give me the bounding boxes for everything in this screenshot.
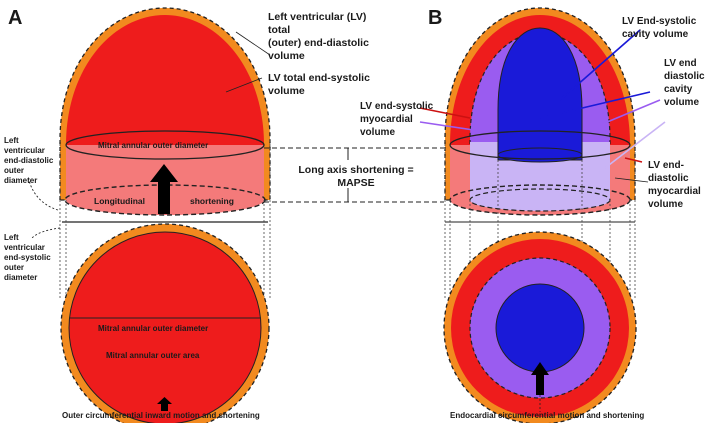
svg-text:cavity volume: cavity volume bbox=[622, 29, 689, 40]
svg-text:myocardial: myocardial bbox=[360, 114, 413, 125]
svg-text:volume: volume bbox=[648, 199, 683, 210]
svg-text:LV end: LV end bbox=[664, 58, 697, 69]
panel-a-mitral-annulus-bottom bbox=[64, 184, 266, 216]
panel-b-letter: B bbox=[428, 7, 442, 29]
svg-text:total: total bbox=[268, 24, 290, 36]
svg-text:LV total end-systolic: LV total end-systolic bbox=[268, 72, 370, 84]
svg-text:Long axis shortening =: Long axis shortening = bbox=[298, 164, 413, 176]
label-lv-es-cavity-volume: LV End-systolic cavity volume bbox=[622, 16, 697, 40]
panel-a-up-arrow-shaft bbox=[158, 178, 170, 214]
label-mitral-outer-area: Mitral annular outer area bbox=[106, 351, 200, 360]
svg-text:Left ventricular (LV): Left ventricular (LV) bbox=[268, 11, 366, 23]
panel-b-es-cavity-base bbox=[497, 147, 583, 163]
panel-b-inward-arrow-head bbox=[531, 362, 549, 375]
label-lv-es-myocardial-volume: LV end-systolic myocardial volume bbox=[360, 101, 434, 138]
leader-ed-cavity-purple bbox=[599, 99, 661, 126]
svg-text:(outer) end-diastolic: (outer) end-diastolic bbox=[268, 37, 369, 49]
panel-b-inward-arrow-shaft bbox=[536, 373, 544, 395]
svg-text:LV end-: LV end- bbox=[648, 160, 684, 171]
leader-es-myo-purple bbox=[419, 121, 488, 133]
label-lv-ed-cavity-volume: LV end diastolic cavity volume bbox=[664, 58, 705, 108]
panel-a-ed-diameter-leader bbox=[27, 175, 59, 211]
label-mapse: Long axis shortening = MAPSE bbox=[298, 164, 413, 189]
label-outer-circumferential-motion: Outer circumferential inward motion and … bbox=[62, 411, 260, 420]
panel-b-cavity-band-bottom bbox=[470, 200, 610, 211]
panel-a-guide-lines bbox=[59, 140, 271, 300]
svg-text:volume: volume bbox=[360, 127, 395, 138]
panel-a-inward-arrow-head bbox=[157, 397, 172, 404]
leader-es-cavity bbox=[559, 29, 641, 101]
panel-a-mitral-annulus-top bbox=[65, 130, 265, 160]
panel-a-letter: A bbox=[8, 7, 22, 29]
svg-text:outer: outer bbox=[4, 166, 24, 175]
svg-text:ventricular: ventricular bbox=[4, 146, 45, 155]
panel-a-short-axis-inner bbox=[68, 231, 262, 423]
svg-text:diastolic: diastolic bbox=[648, 173, 689, 184]
svg-text:volume: volume bbox=[268, 85, 305, 97]
svg-text:volume: volume bbox=[268, 50, 305, 62]
mapse-guides bbox=[264, 147, 444, 203]
panel-a bbox=[27, 7, 271, 423]
leader-es-myo-red bbox=[419, 107, 471, 119]
label-lv-total-es-volume: LV total end-systolic volume bbox=[268, 72, 370, 97]
svg-text:Left: Left bbox=[4, 136, 19, 145]
panel-a-es-diameter-leader bbox=[31, 227, 61, 239]
leader-ed-myo-purple bbox=[591, 121, 666, 179]
leader-ed-myo-black bbox=[614, 177, 649, 183]
label-mitral-outer-diameter-bottom: Mitral annular outer diameter bbox=[98, 324, 208, 333]
svg-text:MAPSE: MAPSE bbox=[337, 177, 374, 189]
panel-b bbox=[419, 7, 666, 423]
label-lv-ed-outer-diameter: Left ventricular end-diastolic outer dia… bbox=[4, 136, 54, 185]
label-lv-total-ed-volume: Left ventricular (LV) total (outer) end-… bbox=[268, 11, 369, 62]
svg-text:outer: outer bbox=[4, 263, 24, 272]
svg-text:volume: volume bbox=[664, 97, 699, 108]
svg-text:myocardial: myocardial bbox=[648, 186, 701, 197]
panel-a-ed-volume-leader bbox=[235, 31, 271, 56]
svg-text:LV End-systolic: LV End-systolic bbox=[622, 16, 697, 27]
panel-a-up-arrow-head bbox=[150, 164, 178, 182]
panel-b-es-cavity-volume bbox=[497, 27, 583, 161]
label-endocardial-circumferential-motion: Endocardial circumferential motion and s… bbox=[450, 411, 644, 420]
svg-text:ventricular: ventricular bbox=[4, 243, 45, 252]
panel-a-es-volume-leader bbox=[225, 77, 263, 93]
svg-text:end-systolic: end-systolic bbox=[4, 253, 51, 262]
label-mitral-outer-diameter-top: Mitral annular outer diameter bbox=[98, 141, 208, 150]
svg-text:diameter: diameter bbox=[4, 273, 37, 282]
svg-text:diastolic: diastolic bbox=[664, 71, 705, 82]
label-lv-es-outer-diameter: Left ventricular end-systolic outer diam… bbox=[4, 233, 51, 282]
svg-text:Left: Left bbox=[4, 233, 19, 242]
label-longitudinal: Longitudinal bbox=[94, 196, 145, 206]
leader-ed-myo-red bbox=[624, 157, 643, 163]
svg-text:end-diastolic: end-diastolic bbox=[4, 156, 54, 165]
panel-b-short-axis-blue bbox=[495, 283, 585, 373]
panel-a-inward-arrow-shaft bbox=[161, 403, 168, 411]
svg-text:LV end-systolic: LV end-systolic bbox=[360, 101, 434, 112]
svg-text:cavity: cavity bbox=[664, 84, 693, 95]
svg-text:diameter: diameter bbox=[4, 176, 37, 185]
panel-b-annulus-top bbox=[449, 130, 631, 160]
label-lv-ed-myocardial-volume: LV end- diastolic myocardial volume bbox=[648, 160, 701, 210]
label-shortening: shortening bbox=[190, 196, 234, 206]
leader-ed-cavity-blue bbox=[539, 91, 651, 119]
